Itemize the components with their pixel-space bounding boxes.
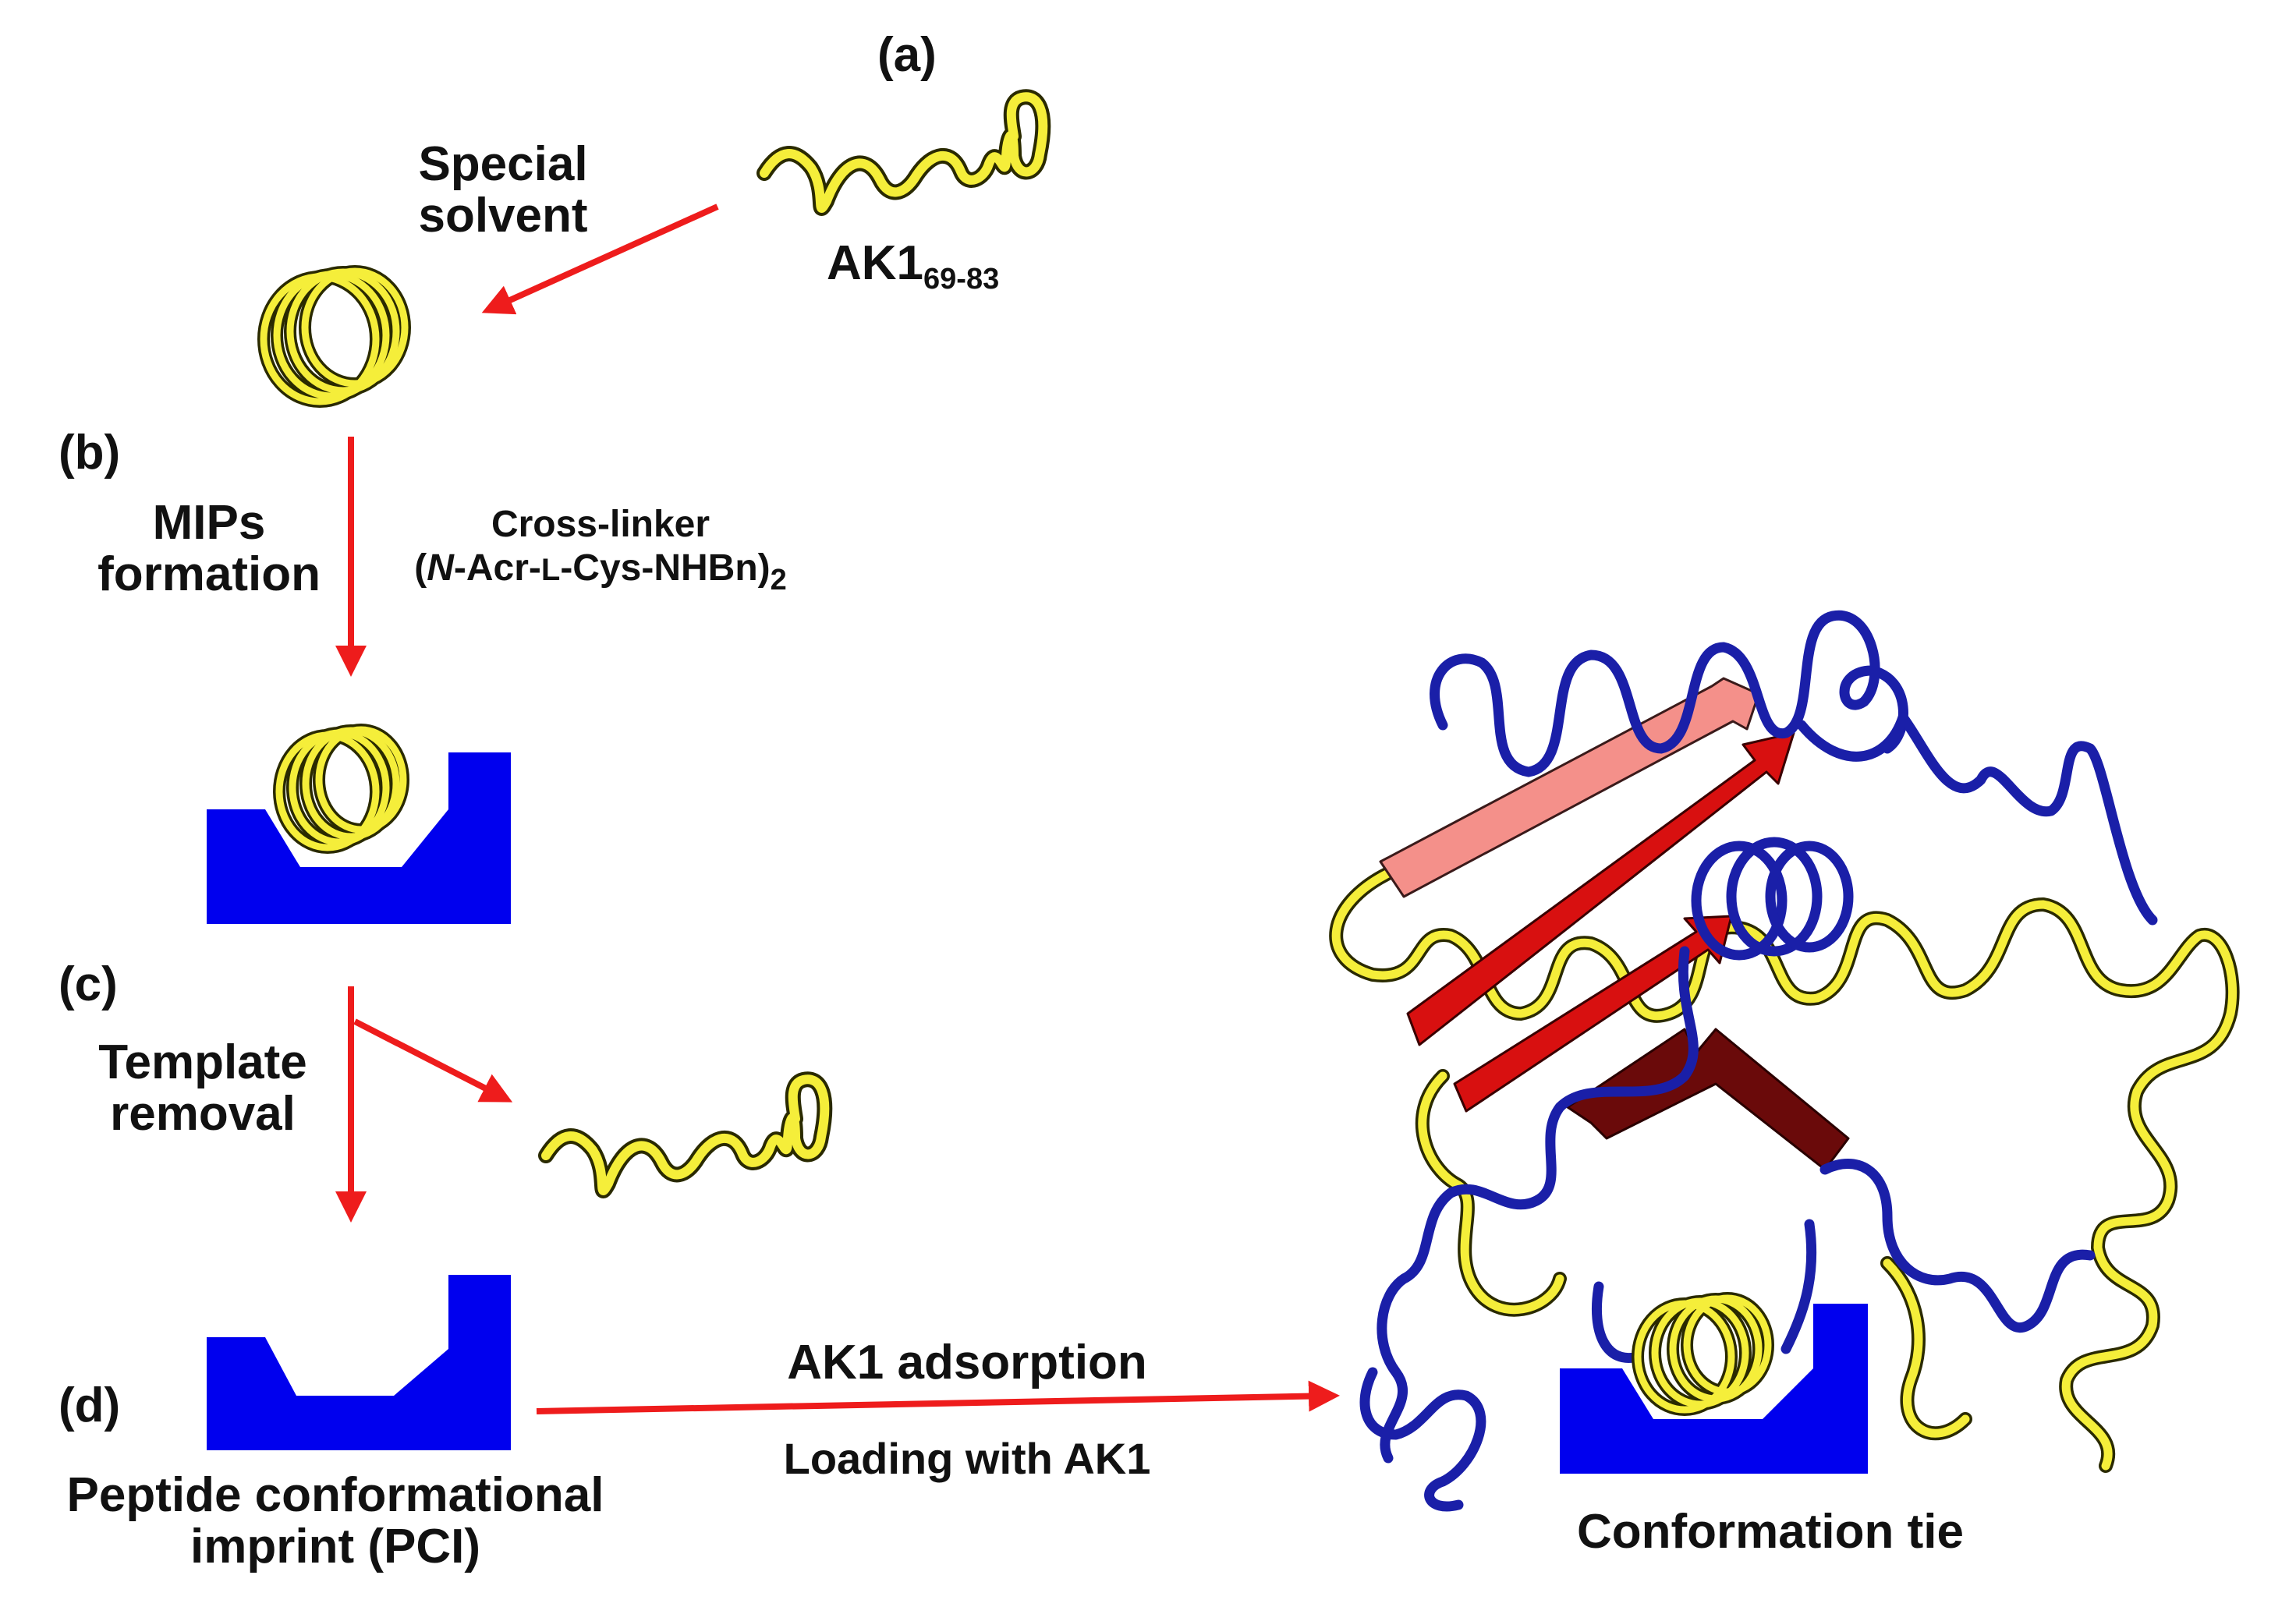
conformation-tie-label: Conformation tie xyxy=(1577,1505,1964,1559)
arrow-special-solvent xyxy=(481,204,719,315)
step-label-b: (b) xyxy=(58,426,121,480)
mips-formation-label: MIPs formation xyxy=(69,497,349,600)
pci-line1: Peptide conformational xyxy=(66,1468,604,1522)
linear-peptide-a xyxy=(756,89,1051,216)
special-solvent-line2: solvent xyxy=(418,189,588,242)
step-label-c: (c) xyxy=(58,957,118,1011)
ak1-base: AK1 xyxy=(827,236,924,290)
helix-in-cavity xyxy=(273,724,409,854)
loading-label: Loading with AK1 xyxy=(783,1434,1151,1483)
linear-peptide-c xyxy=(546,1079,824,1191)
polymer-block-imprint xyxy=(207,1275,511,1450)
arrow-ak1-adsorption xyxy=(536,1380,1340,1414)
protein-blue-helices xyxy=(1359,610,2158,1512)
template-removal-label: Template removal xyxy=(70,1037,335,1140)
crosslinker-italic: N xyxy=(427,547,454,589)
template-line2: removal xyxy=(110,1087,296,1141)
crosslinker-end: -Cys-NHBn) xyxy=(560,547,771,589)
ak1-subscript: 69-83 xyxy=(923,263,1000,296)
crosslinker-mid: -Acr- xyxy=(453,547,541,589)
special-solvent-label: Special solvent xyxy=(394,139,612,242)
step-label-d: (d) xyxy=(58,1379,121,1432)
ak1-peptide-label: AK169-83 xyxy=(827,238,999,305)
polymer-block-docked xyxy=(1560,1304,1868,1474)
beta-strand-light xyxy=(1379,677,1760,898)
pci-line2: imprint (PCI) xyxy=(190,1520,480,1573)
beta-strand-red-2 xyxy=(1453,915,1733,1113)
mips-line2: formation xyxy=(97,547,321,601)
protein-structure xyxy=(1329,610,2240,1512)
pci-label: Peptide conformational imprint (PCI) xyxy=(16,1470,655,1573)
special-solvent-line1: Special xyxy=(418,137,588,191)
helix-coil-top xyxy=(257,265,411,408)
protein-yellow-backbone xyxy=(1329,866,2240,1473)
arrow-template-removal-side xyxy=(353,1018,513,1103)
crosslinker-smallcap: L xyxy=(540,553,561,587)
beta-strand-dark xyxy=(1566,1028,1850,1171)
crosslinker-line2: (N-Acr-L-Cys-NHBn)2 xyxy=(367,547,834,602)
crosslinker-open: ( xyxy=(414,547,427,589)
crosslinker-subscript: 2 xyxy=(770,564,787,596)
beta-strand-red-1 xyxy=(1406,731,1795,1046)
crosslinker-line1: Cross-linker xyxy=(491,504,710,545)
step-label-a: (a) xyxy=(877,28,937,82)
polymer-block-with-template xyxy=(207,752,511,924)
mips-line1: MIPs xyxy=(152,496,266,550)
ak1-adsorption-label: AK1 adsorption xyxy=(787,1336,1147,1389)
crosslinker-label: Cross-linker (N-Acr-L-Cys-NHBn)2 xyxy=(367,503,834,602)
helix-docked xyxy=(1632,1292,1774,1416)
template-line1: Template xyxy=(98,1035,307,1089)
